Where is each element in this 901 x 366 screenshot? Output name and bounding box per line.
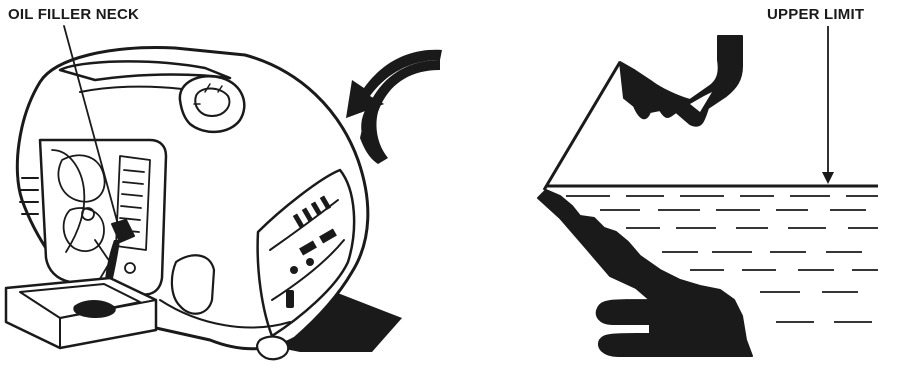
lower-housing	[538, 190, 752, 356]
upper-housing	[620, 36, 742, 126]
filler-tube-line	[544, 62, 620, 190]
oil-drain-pan	[6, 278, 156, 348]
generator-illustration	[6, 26, 402, 359]
fuel-cap	[180, 76, 244, 132]
oil-level-cross-section	[538, 26, 878, 356]
upper-limit-arrowhead	[822, 172, 834, 184]
